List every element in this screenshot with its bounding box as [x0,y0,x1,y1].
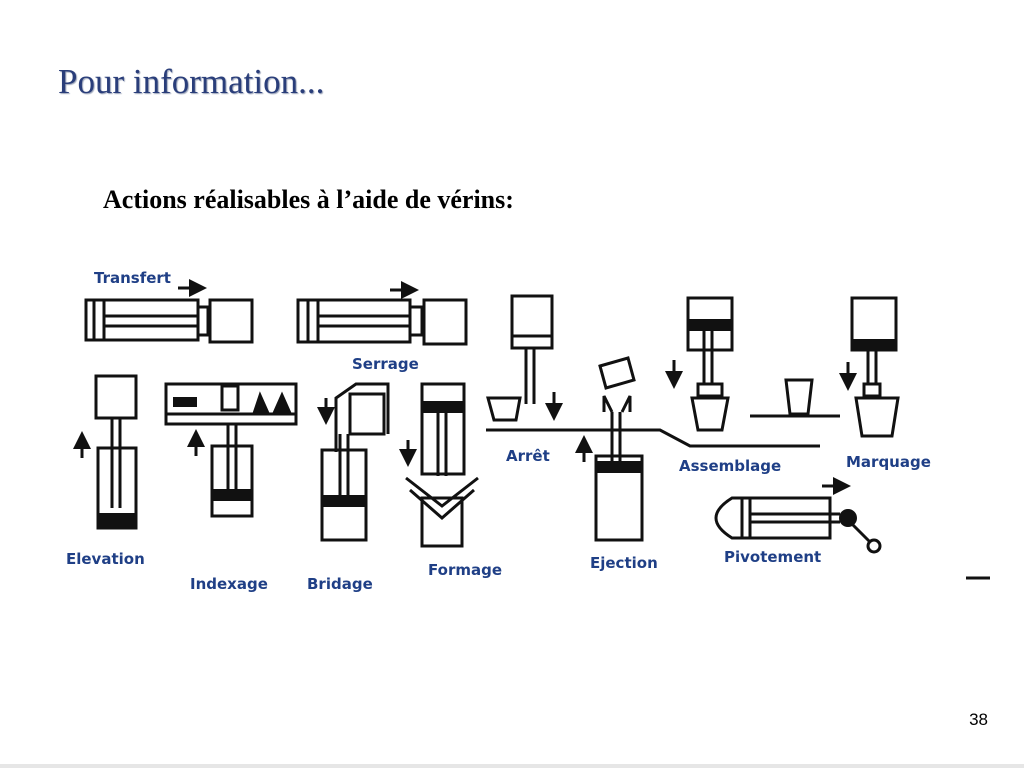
formage-figure [399,382,479,548]
ejection-figure [575,356,644,542]
label-indexage: Indexage [190,575,268,593]
label-arret: Arrêt [506,447,550,465]
label-marquage: Marquage [846,453,931,471]
label-elevation: Elevation [66,550,145,568]
elevation-figure [73,374,138,530]
label-serrage: Serrage [352,355,419,373]
label-bridage: Bridage [307,575,373,593]
assemblage-figure [665,296,840,432]
slide-subtitle: Actions réalisables à l’aide de vérins: [103,185,514,214]
transfert-figure [84,279,254,344]
label-assemblage: Assemblage [679,457,781,475]
indexage-figure [164,382,298,518]
label-formage: Formage [428,561,502,579]
serrage-figure [296,281,468,346]
label-transfert: Transfert [94,269,171,287]
bridage-figure [317,382,390,542]
pivotement-figure [714,477,882,554]
marquage-figure [839,296,900,438]
label-ejection: Ejection [590,554,658,572]
arret-figure [486,294,820,448]
label-pivotement: Pivotement [724,548,821,566]
slide-number: 38 [969,710,988,729]
footer-rule [0,764,1024,768]
slide-title: Pour information... [58,62,325,101]
